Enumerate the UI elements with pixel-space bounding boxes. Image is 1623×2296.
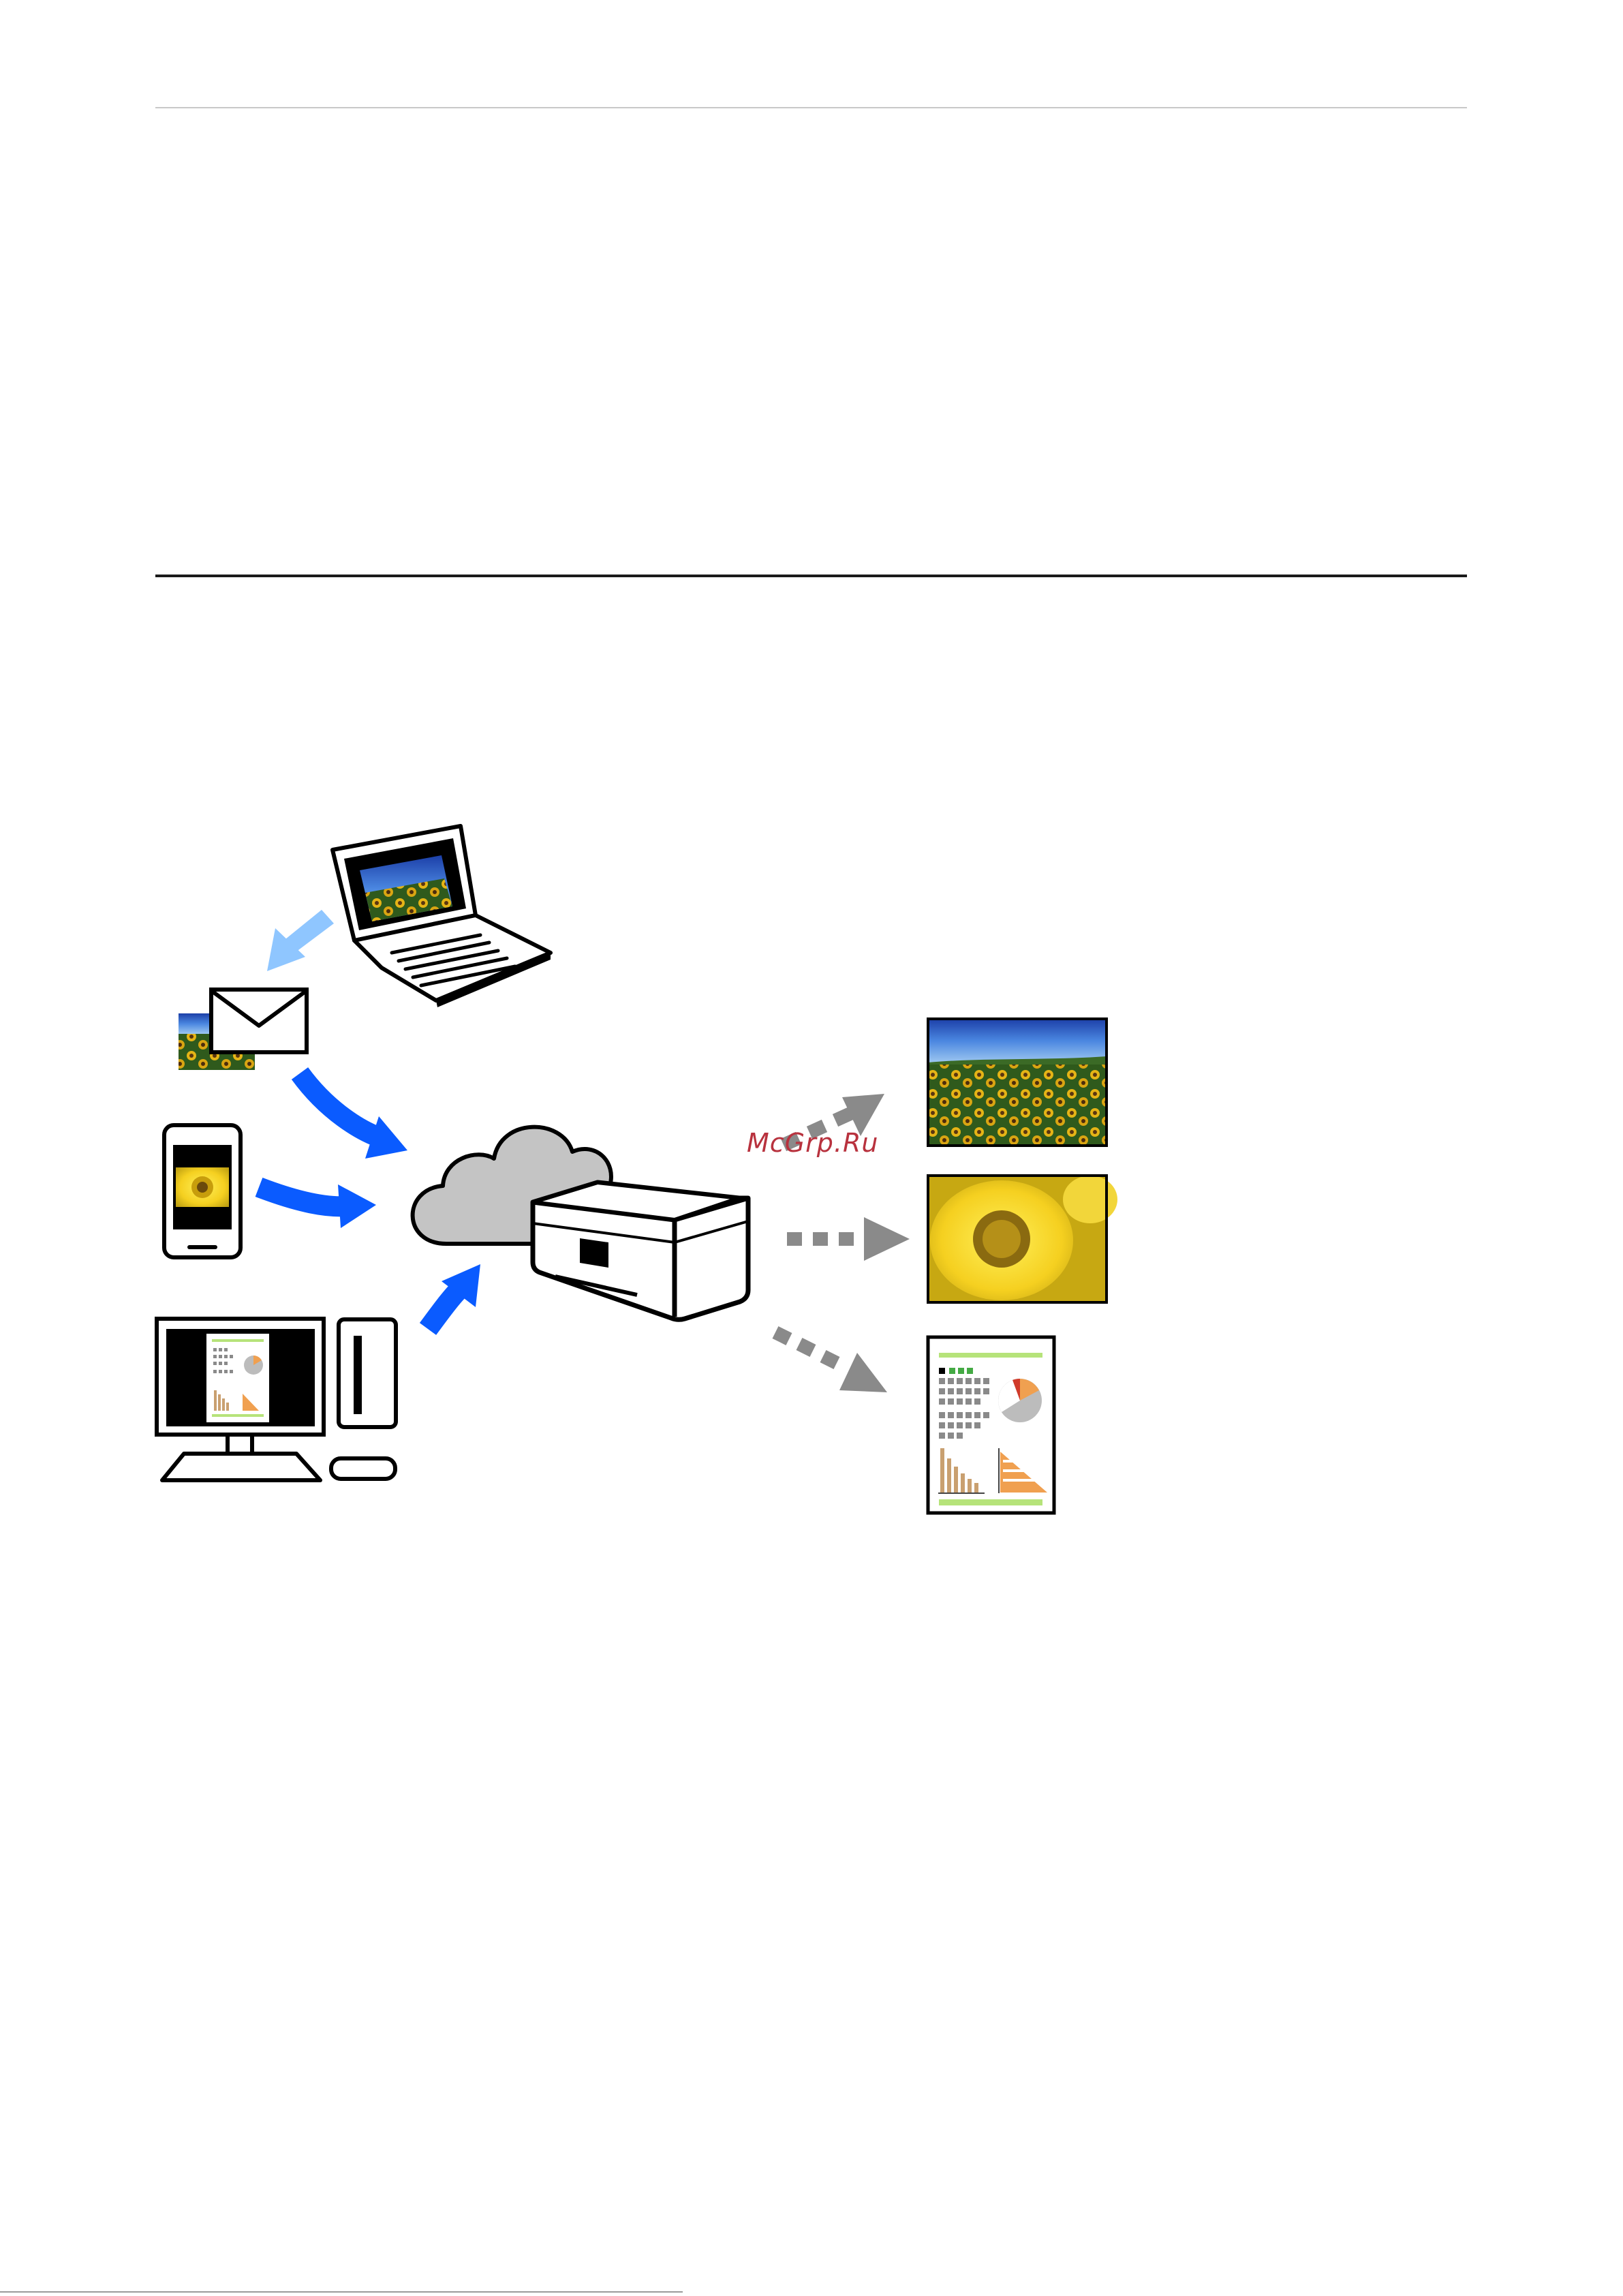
desktop-computer-icon xyxy=(157,1319,396,1480)
envelope-icon xyxy=(179,990,307,1070)
arrow-printer-to-document xyxy=(775,1332,887,1392)
arrow-desktop-to-cloud xyxy=(428,1264,480,1329)
sunflower-field-photo xyxy=(928,1019,1107,1146)
arrow-laptop-to-email xyxy=(267,910,334,971)
arrow-phone-to-cloud xyxy=(259,1184,376,1228)
arrow-printer-to-photo-closeup xyxy=(787,1217,910,1261)
laptop-icon xyxy=(333,826,551,1007)
watermark-text: McGrp.Ru xyxy=(747,1128,878,1158)
arrow-email-to-cloud xyxy=(300,1073,407,1159)
document-report-icon xyxy=(928,1337,1054,1513)
printer-icon xyxy=(533,1182,748,1319)
sunflower-closeup-photo xyxy=(928,1176,1117,1302)
smartphone-icon xyxy=(164,1125,241,1257)
